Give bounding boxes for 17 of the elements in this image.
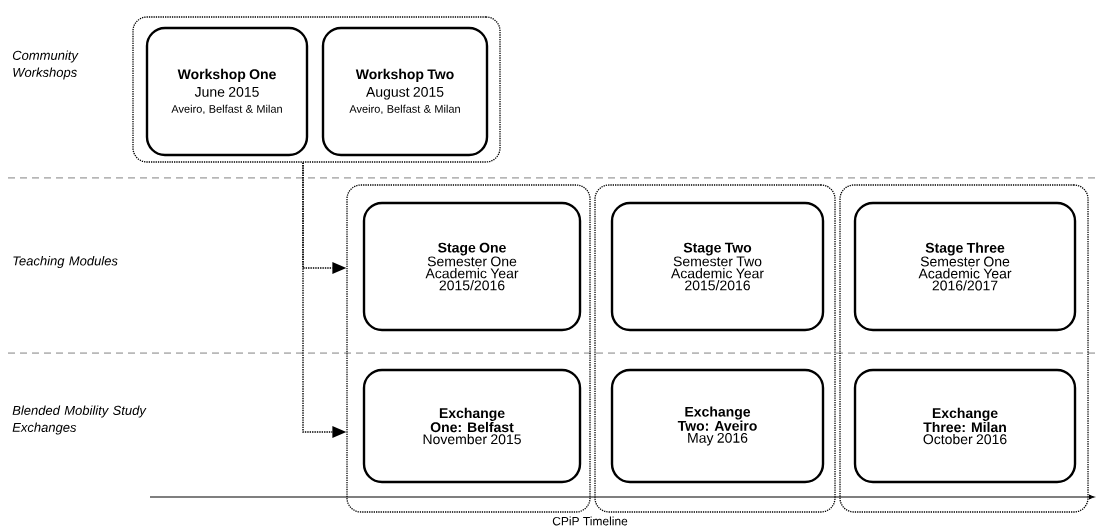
stage-box: Workshop Two August 2015 Aveiro, Belfast & Milan	[321, 26, 489, 157]
row-label: Blended Mobility Study Exchanges	[12, 405, 147, 435]
stage-box: Exchange Three: Milan October 2016	[853, 368, 1077, 484]
row-label: Community Workshops	[12, 50, 79, 80]
row-label: Teaching Modules	[13, 255, 118, 269]
stage-box: Exchange One: Belfast November 2015	[362, 368, 582, 484]
stage-box: Stage Two Semester Two Academic Year 2015/2016	[610, 201, 825, 332]
group-frame	[839, 184, 1089, 513]
group-frame	[346, 184, 591, 513]
stage-box: Stage One Semester One Academic Year 2015/2016	[362, 201, 582, 332]
axis-label: CPiP Timeline	[552, 516, 628, 526]
stage-box: Exchange Two: Aveiro May 2016	[610, 368, 825, 484]
group-frame	[594, 184, 836, 513]
arrow	[302, 161, 347, 438]
stage-box: Stage Three Semester One Academic Year 2016/2017	[853, 201, 1077, 332]
stage-box: Workshop One June 2015 Aveiro, Belfast & Milan	[145, 26, 309, 157]
group-frame	[132, 16, 501, 163]
